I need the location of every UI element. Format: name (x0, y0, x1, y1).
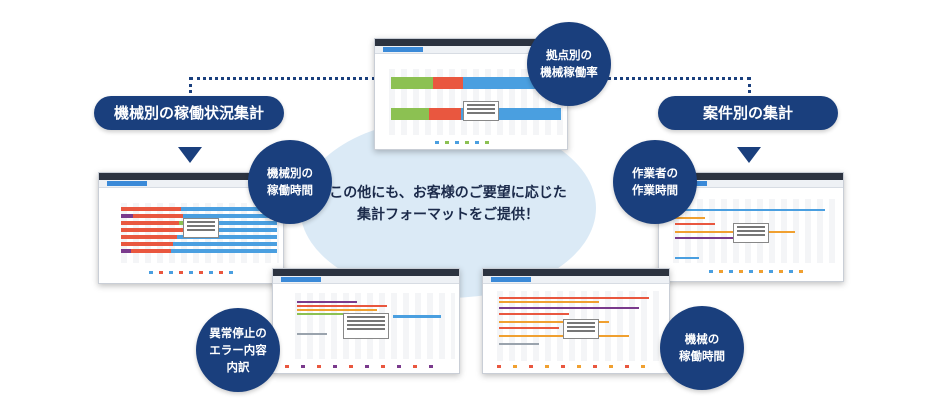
bar-segment (121, 235, 177, 239)
bar-segment (181, 207, 277, 211)
screenshot-machine-operation (98, 172, 284, 284)
center-message-line1: この他にも、お客様のご要望に応じた (329, 185, 567, 201)
bubble-machine-operation-time: 機械別の稼働時間 (248, 140, 332, 224)
center-message: この他にも、お客様のご要望に応じた 集計フォーマットをご提供！ (318, 182, 578, 226)
bar-segment (297, 333, 327, 335)
screenshot-error-breakdown (272, 268, 460, 374)
bar-segment (121, 228, 187, 232)
tooltip (463, 101, 499, 121)
bar-segment (297, 313, 347, 315)
center-message-line2: 集計フォーマットをご提供！ (357, 207, 539, 223)
bar-segment (131, 249, 171, 253)
screenshot-machine-time (482, 268, 670, 374)
connector-right-horizontal (565, 77, 750, 80)
bar-segment (499, 327, 559, 329)
bar-segment (121, 214, 133, 218)
bar-segment (173, 242, 277, 246)
bar-segment (201, 221, 277, 225)
bar-segment (675, 209, 825, 211)
arrow-down-right (737, 147, 761, 163)
tooltip (343, 313, 389, 339)
bar-segment (499, 307, 639, 309)
bar-segment (675, 237, 735, 239)
connector-right-vertical (748, 77, 751, 99)
tooltip (183, 218, 219, 238)
bar-segment (499, 297, 649, 299)
bubble-worker-time: 作業者の作業時間 (613, 140, 697, 224)
bar-segment (429, 108, 461, 120)
bar-segment (183, 214, 277, 218)
bar-segment (121, 207, 181, 211)
bar-segment (121, 249, 131, 253)
arrow-down-left (178, 147, 202, 163)
bar-segment (171, 249, 277, 253)
bar-segment (499, 343, 539, 345)
connector-left-horizontal (190, 77, 375, 80)
bar-segment (297, 309, 377, 311)
bubble-machine-time: 機械の稼働時間 (660, 306, 744, 390)
bar-segment (187, 228, 277, 232)
header-machine-status: 機械別の稼働状況集計 (94, 96, 284, 130)
bar-segment (121, 242, 173, 246)
tooltip (733, 223, 769, 243)
bar-segment (675, 223, 715, 225)
bubble-error-breakdown: 異常停止のエラー内容内訳 (196, 308, 280, 392)
bar-segment (499, 321, 609, 323)
bar-segment (391, 77, 433, 89)
bar-segment (499, 301, 599, 303)
bubble-site-utilization: 拠点別の機械稼働率 (527, 22, 611, 106)
bar-segment (121, 221, 179, 225)
connector-left-vertical (189, 77, 192, 99)
header-project: 案件別の集計 (658, 96, 838, 130)
bar-segment (675, 257, 699, 259)
tooltip (563, 319, 599, 339)
bar-segment (433, 77, 463, 89)
bar-segment (297, 305, 387, 307)
bar-segment (391, 108, 429, 120)
bar-segment (133, 214, 183, 218)
bar-segment (499, 313, 569, 315)
bar-segment (393, 315, 441, 318)
bar-segment (675, 217, 705, 219)
bar-segment (177, 235, 277, 239)
bar-segment (297, 301, 357, 303)
